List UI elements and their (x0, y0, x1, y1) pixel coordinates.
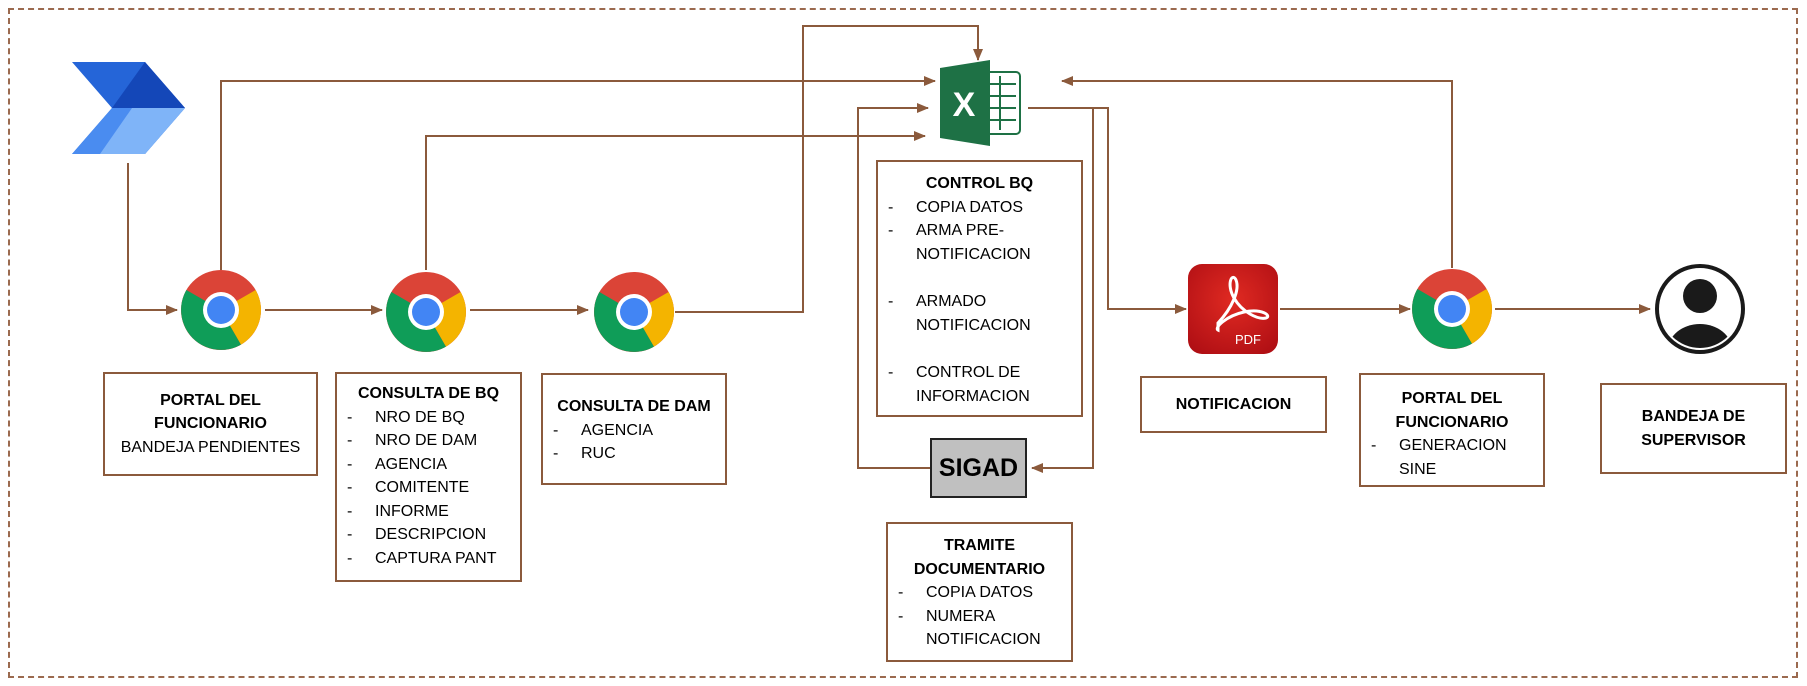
list-item: GENERACION SINE (1361, 434, 1507, 481)
notificacion-title: NOTIFICACION (1175, 395, 1292, 413)
connector-automate-portal (127, 163, 178, 315)
bandeja-supervisor-box: BANDEJA DE SUPERVISOR (1600, 383, 1787, 474)
connector-sigad-excel (857, 103, 930, 469)
bandeja-supervisor-title: BANDEJA DE SUPERVISOR (1641, 408, 1746, 449)
notificacion-box: NOTIFICACION (1140, 376, 1327, 433)
portal-funcionario-box: PORTAL DEL FUNCIONARIO BANDEJA PENDIENTE… (103, 372, 318, 476)
list-item: ARMADO NOTIFICACION (878, 290, 1036, 337)
connector-dam-excel (675, 25, 983, 313)
list-item: RUC (543, 442, 725, 466)
power-automate-icon (72, 62, 185, 154)
consulta-bq-box: CONSULTA DE BQ NRO DE BQ NRO DE DAM AGEN… (335, 372, 522, 582)
control-bq-title: CONTROL BQ (925, 175, 1034, 192)
sigad-system-box: SIGAD (930, 438, 1027, 498)
chrome-icon-portal2 (1412, 269, 1492, 349)
list-item: NUMERA NOTIFICACION (888, 605, 1041, 652)
tramite-documentario-box: TRAMITE DOCUMENTARIO COPIA DATOS NUMERA … (886, 522, 1073, 662)
chrome-icon-portal (181, 270, 261, 350)
consulta-bq-title: CONSULTA DE BQ (357, 385, 500, 402)
list-item: INFORME (337, 500, 520, 524)
user-avatar-icon (1655, 264, 1745, 354)
tramite-documentario-title: TRAMITE DOCUMENTARIO (913, 537, 1046, 578)
list-item: ARMA PRE-NOTIFICACION (878, 219, 1031, 266)
list-item: CAPTURA PANT (337, 547, 520, 571)
list-item: NRO DE DAM (337, 429, 520, 453)
diagram-frame (8, 8, 1798, 678)
portal-funcionario-2-title: PORTAL DEL FUNCIONARIO (1395, 390, 1509, 431)
chrome-icon-bq (386, 272, 466, 352)
connector-portal-excel (220, 76, 936, 270)
list-item: COMITENTE (337, 476, 520, 500)
list-item: AGENCIA (337, 453, 520, 477)
consulta-dam-list: AGENCIA RUC (543, 419, 725, 466)
portal-funcionario-sub: BANDEJA PENDIENTES (120, 438, 301, 456)
consulta-dam-box: CONSULTA DE DAM AGENCIA RUC (541, 373, 727, 485)
connectors (127, 25, 1651, 473)
consulta-bq-list: NRO DE BQ NRO DE DAM AGENCIA COMITENTE I… (337, 406, 520, 571)
tramite-documentario-list: COPIA DATOS NUMERA NOTIFICACION (888, 581, 1071, 652)
portal-funcionario-2-list: GENERACION SINE (1361, 434, 1543, 481)
excel-letter: X (953, 86, 976, 124)
list-item: DESCRIPCION (337, 523, 520, 547)
connector-portal2-excel (1061, 76, 1453, 268)
control-bq-box: CONTROL BQ COPIA DATOS ARMA PRE-NOTIFICA… (876, 160, 1083, 417)
list-item: COPIA DATOS (888, 581, 1071, 605)
portal-funcionario-title: PORTAL DEL FUNCIONARIO (154, 391, 267, 433)
connector-bq-excel (425, 131, 926, 270)
excel-icon: X (940, 60, 1021, 146)
list-item: CONTROL DE INFORMACION (878, 361, 1036, 408)
list-item: NRO DE BQ (337, 406, 520, 430)
portal-funcionario-2-box: PORTAL DEL FUNCIONARIO GENERACION SINE (1359, 373, 1545, 487)
pdf-label: PDF (1235, 332, 1261, 347)
list-item: COPIA DATOS (878, 196, 1081, 220)
chrome-icon-dam (594, 272, 674, 352)
control-bq-list: COPIA DATOS ARMA PRE-NOTIFICACION ARMADO… (878, 196, 1081, 409)
consulta-dam-title: CONSULTA DE DAM (557, 398, 711, 415)
sigad-label: SIGAD (938, 453, 1019, 482)
connector-excel-pdf (1028, 107, 1187, 314)
list-item: AGENCIA (543, 419, 725, 443)
pdf-icon: PDF (1188, 264, 1278, 354)
